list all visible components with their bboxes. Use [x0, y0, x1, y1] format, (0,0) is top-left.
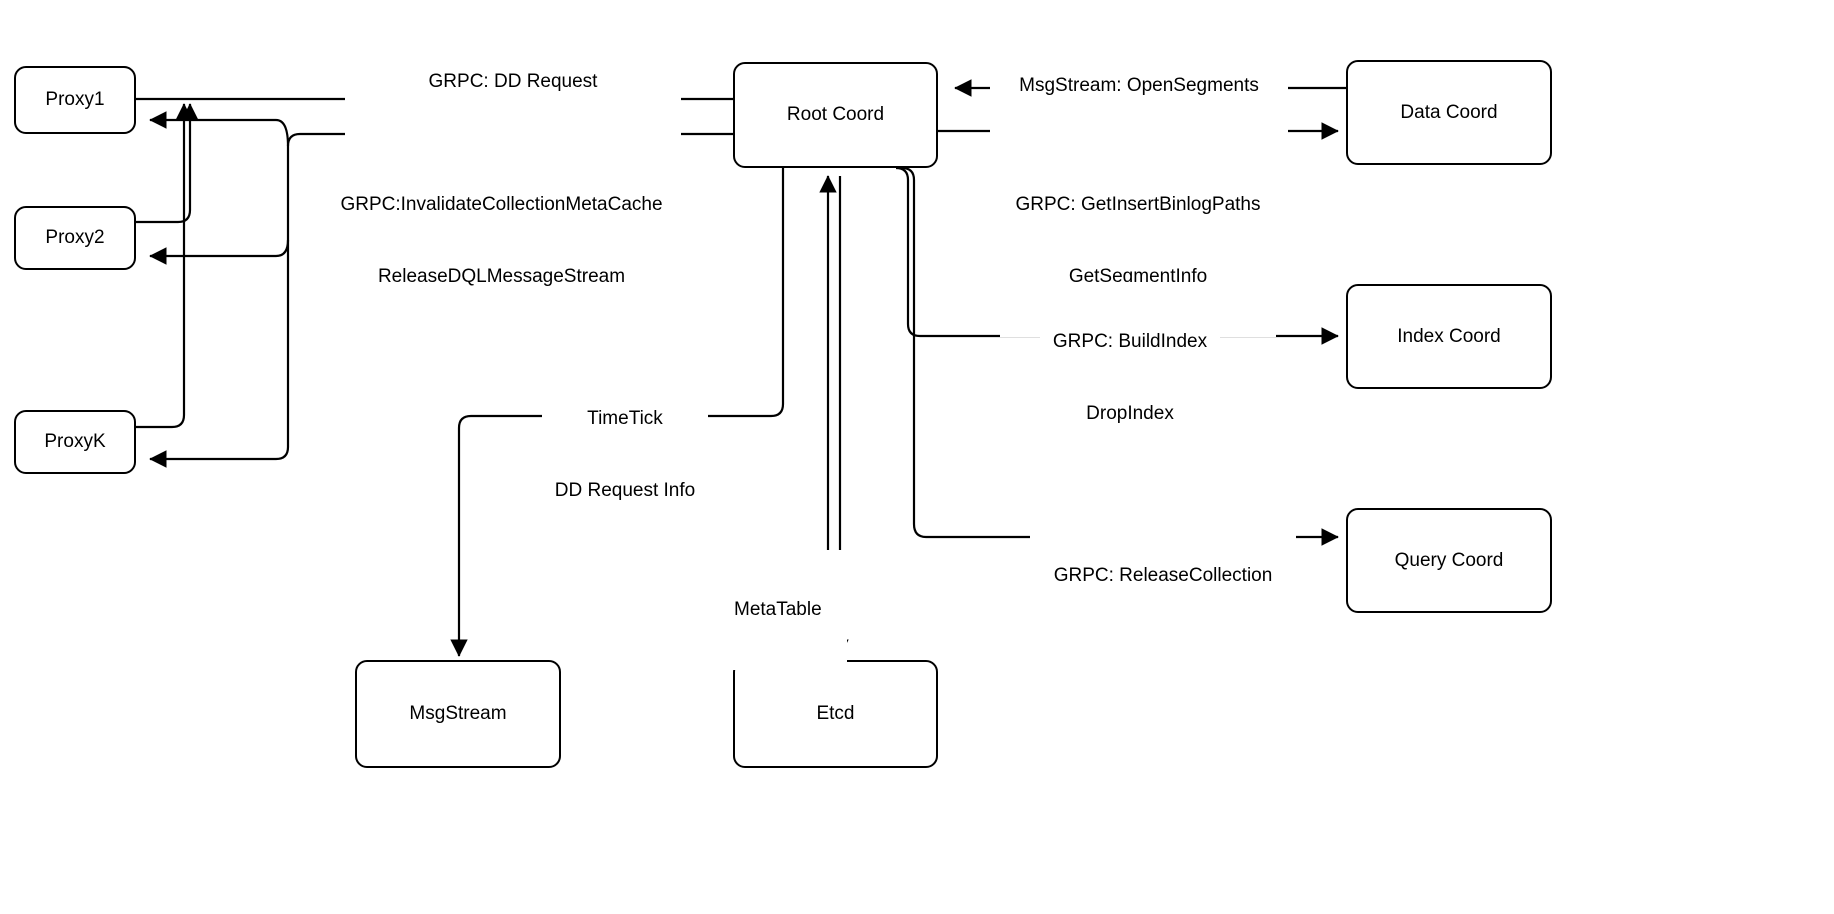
edge-label-line: DD Request Info: [554, 480, 696, 501]
edge-label-line: MetaTable: [734, 599, 822, 620]
node-proxy1[interactable]: Proxy1: [14, 66, 136, 134]
node-etcd-label: Etcd: [816, 703, 855, 724]
edge-label-line: GRPC: BuildIndex: [1052, 331, 1208, 352]
wire-bus-to-proxy2: [149, 239, 290, 265]
edge-label-line: GRPC: ReleaseCollection: [1053, 565, 1273, 586]
edge-label-rootcoord-to-indexcoord: GRPC: BuildIndex DropIndex: [1040, 282, 1220, 474]
edge-label-rootcoord-to-msgstream: TimeTick DD Request Info: [542, 359, 708, 551]
edge-label-line: GRPC: GetInsertBinlogPaths: [1015, 194, 1261, 215]
node-proxy2-label: Proxy2: [45, 227, 105, 248]
wire-proxy2-riser: [136, 103, 199, 224]
node-msgstream[interactable]: MsgStream: [355, 660, 561, 768]
node-root-coord-label: Root Coord: [786, 104, 885, 125]
edge-label-line: GetSegmentInfo: [1068, 266, 1208, 287]
edge-label-rootcoord-to-querycoord: GRPC: ReleaseCollection: [1030, 516, 1296, 636]
edge-label-line: DropIndex: [1086, 403, 1174, 424]
node-index-coord[interactable]: Index Coord: [1346, 284, 1552, 389]
wire-rootcoord-to-querycoord: [901, 166, 1339, 546]
edge-label-rootcoord-to-proxies: GRPC:InvalidateCollectionMetaCache Relea…: [322, 145, 681, 337]
node-data-coord-label: Data Coord: [1400, 101, 1498, 123]
node-root-coord[interactable]: Root Coord: [733, 62, 938, 168]
wire-proxyk-riser: [136, 103, 193, 429]
edge-label-line: ReleaseDQLMessageStream: [377, 266, 626, 287]
edge-label-line: GRPC:InvalidateCollectionMetaCache: [340, 194, 663, 215]
node-msgstream-label: MsgStream: [409, 703, 507, 724]
node-proxy1-label: Proxy1: [45, 89, 105, 110]
node-proxy2[interactable]: Proxy2: [14, 206, 136, 270]
wire-bus-to-proxy1: [149, 111, 290, 147]
node-data-coord[interactable]: Data Coord: [1346, 60, 1552, 165]
edge-label-rootcoord-etcd: MetaTable: [731, 550, 847, 670]
wire-rootcoord-to-proxy-bus: [149, 132, 733, 468]
node-query-coord-label: Query Coord: [1394, 549, 1504, 571]
node-query-coord[interactable]: Query Coord: [1346, 508, 1552, 613]
wire-rootcoord-to-indexcoord: [895, 166, 1339, 345]
edge-label-line: TimeTick: [587, 408, 663, 429]
edge-label-line: GRPC: DD Request: [428, 71, 598, 92]
node-index-coord-label: Index Coord: [1397, 325, 1501, 347]
edge-label-line: MsgStream: OpenSegments: [1019, 75, 1259, 96]
node-proxyk-label: ProxyK: [44, 431, 106, 452]
node-proxyk[interactable]: ProxyK: [14, 410, 136, 474]
node-etcd[interactable]: Etcd: [733, 660, 938, 768]
